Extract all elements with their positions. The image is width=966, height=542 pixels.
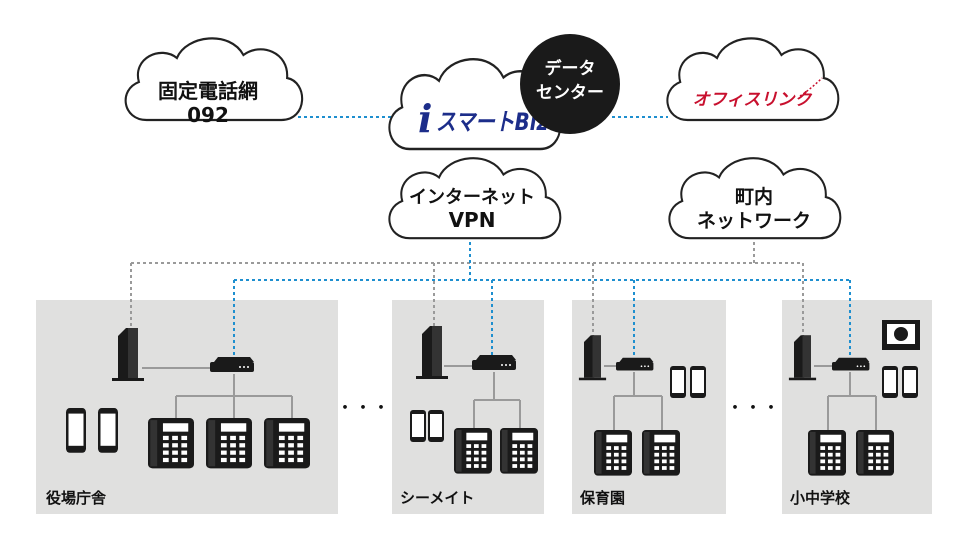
mobile-phone-icon: [670, 366, 686, 398]
router-icon: [616, 357, 654, 371]
cloud-internet-vpn-label2: VPN: [449, 208, 496, 232]
site-panel-hoikuen: [572, 300, 726, 514]
town-network-lines: [130, 242, 804, 340]
desk-phone-icon: [642, 430, 680, 476]
desk-phone-icon: [454, 428, 492, 474]
mobile-phone-icon: [882, 366, 898, 398]
site-label-seamate: シーメイト: [400, 489, 474, 507]
router-icon: [832, 357, 870, 371]
mobile-phone-icon: [428, 410, 444, 442]
mobile-phone-icon: [66, 408, 86, 453]
ismart-logo-i: i: [418, 96, 432, 141]
router-icon: [472, 355, 516, 370]
cloud-town-network-label2: ネットワーク: [697, 210, 811, 232]
desk-phone-icon: [594, 430, 632, 476]
site-label-school: 小中学校: [790, 489, 851, 507]
desk-phone-icon: [206, 418, 252, 469]
data-center-label1: データ: [545, 58, 596, 79]
cloud-fixed-line-label2: 092: [187, 103, 229, 127]
office-link-logo: オフィスリンク: [693, 90, 813, 110]
site-label-yakuba: 役場庁舎: [46, 489, 107, 507]
cloud-town-network-label1: 町内: [735, 185, 773, 208]
desk-phone-icon: [856, 430, 894, 476]
ellipsis-left: ・・・: [336, 398, 390, 419]
cloud-fixed-line-label1: 固定電話網: [158, 79, 258, 103]
cloud-internet-vpn-label1: インターネット: [409, 187, 535, 208]
site-panel-seamate: [392, 300, 544, 514]
desk-phone-icon: [148, 418, 194, 469]
mobile-phone-icon: [902, 366, 918, 398]
lan-lines: [142, 365, 877, 430]
data-center-badge: [520, 34, 620, 134]
router-icon: [210, 357, 254, 372]
mobile-phone-icon: [98, 408, 118, 453]
mobile-phone-icon: [690, 366, 706, 398]
desk-phone-icon: [500, 428, 538, 474]
site-panel-yakuba: [36, 300, 338, 514]
data-center-label2: センター: [536, 83, 604, 103]
monitor-icon: [882, 320, 920, 350]
vpn-lines: [233, 236, 851, 360]
mobile-phone-icon: [410, 410, 426, 442]
site-label-hoikuen: 保育園: [579, 489, 625, 507]
ellipsis-right: ・・・: [726, 398, 780, 419]
desk-phone-icon: [808, 430, 846, 476]
desk-phone-icon: [264, 418, 310, 469]
